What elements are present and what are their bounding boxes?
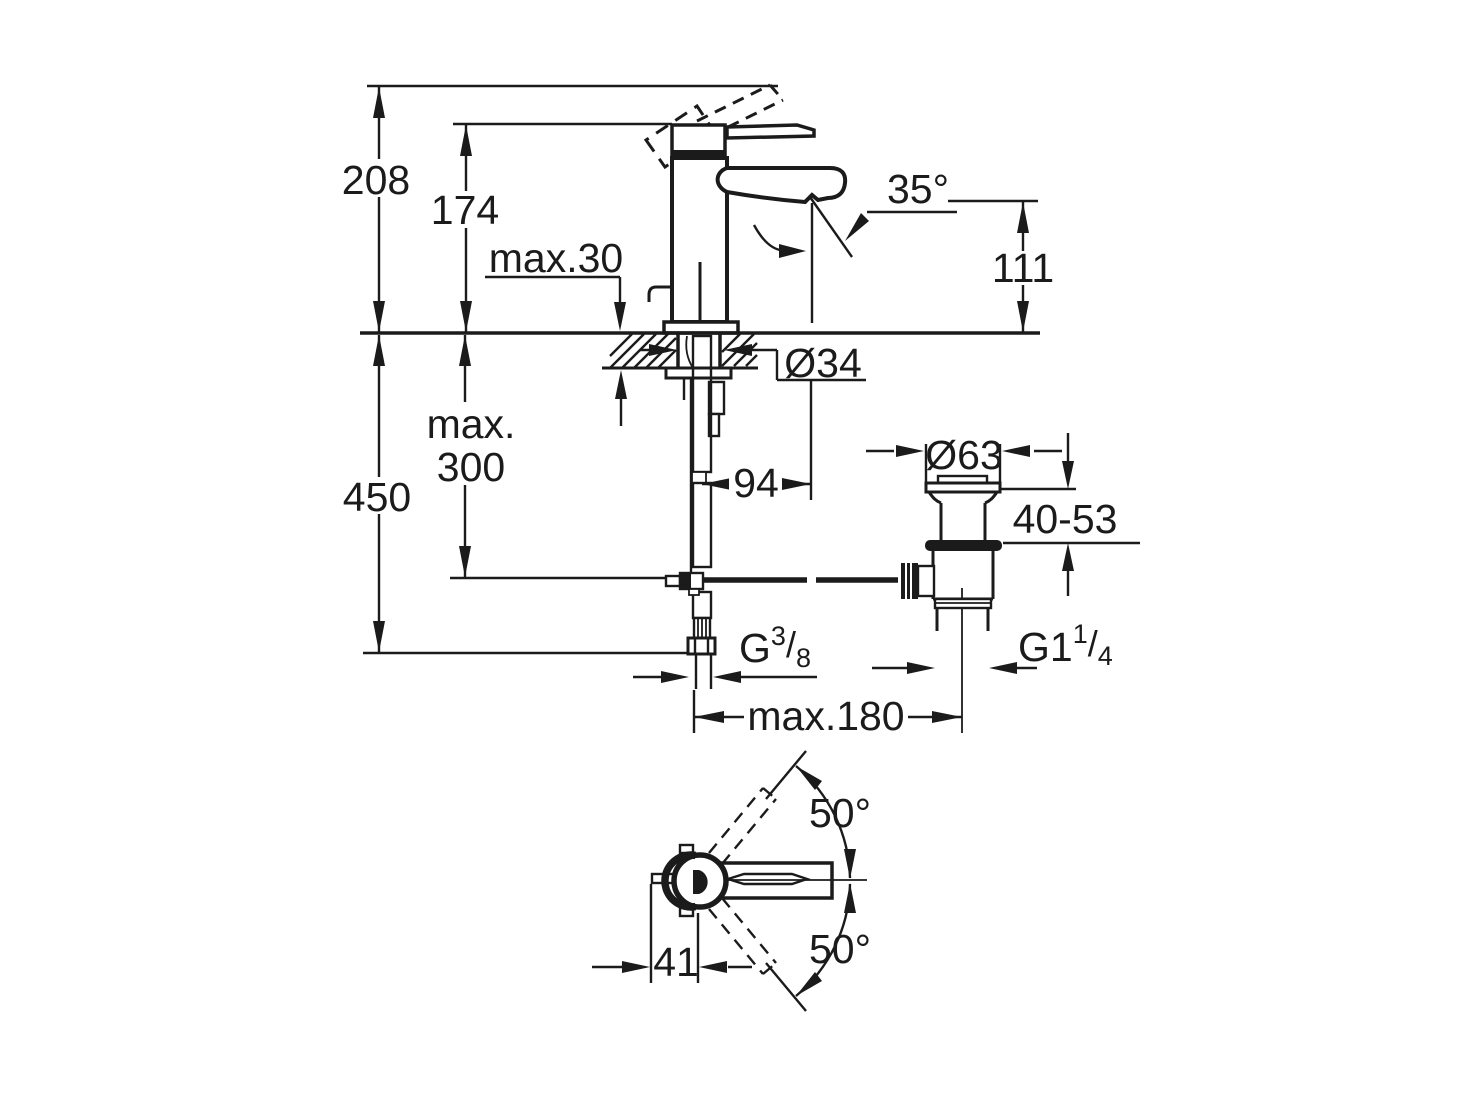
o-ring	[925, 540, 1002, 551]
spout	[715, 166, 848, 205]
drain-valve	[901, 474, 1002, 733]
bottom-view: 50° 50° 41	[592, 750, 871, 1012]
tailpipe	[935, 608, 990, 631]
pop-up-rod	[450, 571, 898, 596]
dim-handle-offset-label: 41	[653, 939, 699, 985]
dim-max-drain-offset-label: max.180	[747, 693, 904, 739]
waste-thread-numerator: 1	[1073, 619, 1088, 649]
dim-waste-clamp-range-label: 40-53	[1013, 496, 1118, 542]
dim-spout-reach-label: 94	[733, 460, 779, 506]
offset-dimension	[592, 884, 752, 983]
pop-up-knob	[647, 285, 672, 302]
dim-faucet-height-label: 174	[431, 187, 499, 233]
lever-bar-top-view	[723, 872, 811, 886]
supply-hose	[686, 334, 717, 689]
waste-thread-denominator: 4	[1098, 641, 1113, 671]
dim-install-depth-label: 450	[343, 474, 411, 520]
dim-swivel-lower-label: 50°	[809, 926, 871, 972]
cartridge-stem	[693, 870, 708, 894]
supply-thread-label: G3/8	[739, 621, 811, 673]
dim-hose-depth-label-line1: max.	[427, 401, 516, 447]
dim-hose-depth-label-line2: 300	[437, 444, 505, 490]
fraction-slash: /	[786, 624, 796, 665]
extension-lines	[363, 84, 1140, 733]
hose-hex-nut	[686, 636, 717, 656]
label-backdrops	[344, 159, 1121, 734]
side-view: 208 174 max.30 35° 111 Ø34 max. 300 450 …	[342, 83, 1140, 739]
waste-thread-prefix: G1	[1018, 624, 1073, 670]
mounting-nut	[664, 366, 733, 380]
waste-thread-label: G11/4	[1018, 619, 1113, 671]
faucet-outline	[647, 123, 848, 335]
threaded-shank	[676, 334, 722, 368]
swivel-range	[708, 750, 856, 1012]
dim-spout-angle-label: 35°	[887, 166, 949, 212]
dim-body-diameter-label: Ø34	[784, 340, 862, 386]
waste-flange	[924, 481, 1002, 494]
dim-outlet-height-label: 111	[992, 245, 1054, 291]
dim-swivel-upper-label: 50°	[809, 790, 871, 836]
dim-overall-height-label: 208	[342, 157, 410, 203]
lever-handle	[725, 123, 816, 140]
knurled-knob	[901, 563, 918, 599]
dim-deck-thickness-label: max.30	[489, 235, 623, 281]
arrowheads	[373, 87, 1074, 723]
rod-port	[916, 564, 936, 598]
fraction-slash: /	[1088, 623, 1098, 664]
dim-waste-flange-diameter-label: Ø63	[925, 432, 1003, 478]
supply-thread-denominator: 8	[796, 643, 811, 673]
supply-thread-end	[694, 654, 713, 689]
supply-thread-prefix: G	[739, 625, 771, 671]
supply-thread-numerator: 3	[771, 621, 786, 651]
